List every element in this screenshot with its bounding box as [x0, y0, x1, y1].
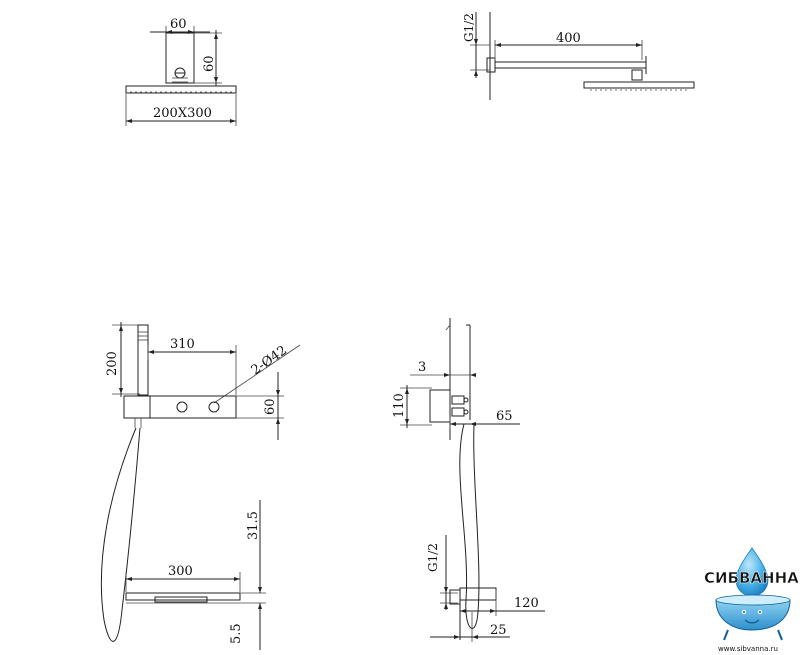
dim-outlet-length: 120	[514, 596, 539, 611]
dim-mount-depth: 65	[496, 409, 513, 424]
dim-panel-height: 200	[105, 351, 120, 376]
dim-spout-thickness: 31.5	[246, 511, 261, 540]
dim-spout-width: 300	[168, 564, 193, 579]
shower-arm-side-view: G1/2 400	[462, 12, 695, 100]
dim-holes: 2-Ø42	[249, 343, 290, 378]
mount-side-view: 3 110 65	[392, 318, 520, 629]
spout-view: 300 31.5 5.5	[125, 500, 266, 650]
dim-thread-bottom: G1/2	[426, 543, 440, 572]
dim-arm-length: 400	[556, 31, 581, 46]
dim-mount-height: 110	[392, 393, 407, 418]
dim-wall-gap: 3	[418, 360, 426, 375]
shower-head-front-view: 60 60 200X300	[125, 17, 237, 126]
outlet-view: G1/2 120 25	[426, 535, 545, 642]
dim-thread-top: G1/2	[462, 13, 476, 42]
dim-head-width: 60	[170, 17, 187, 32]
dim-panel-depth: 60	[263, 398, 278, 415]
brand-logo: СИБВАННА www.sibvanna.ru	[704, 547, 799, 653]
dim-head-size: 200X300	[153, 106, 212, 121]
dim-spout-lip: 5.5	[229, 623, 244, 644]
dim-outlet-offset: 25	[490, 623, 507, 638]
dim-head-height: 60	[202, 55, 217, 72]
dim-panel-width: 310	[170, 337, 195, 352]
logo-site: www.sibvanna.ru	[718, 645, 778, 653]
logo-name: СИБВАННА	[704, 569, 799, 587]
bathtub-icon	[715, 599, 791, 631]
